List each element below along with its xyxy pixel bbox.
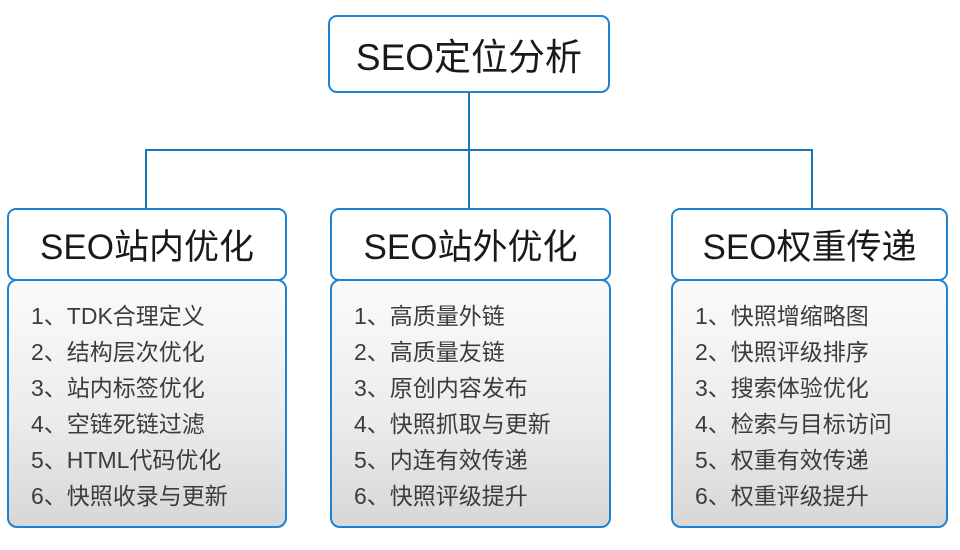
column-list-offsite: 1、高质量外链 2、高质量友链 3、原创内容发布 4、快照抓取与更新 5、内连有… <box>330 279 611 528</box>
list-item: 3、站内标签优化 <box>31 375 205 401</box>
list-item: 3、原创内容发布 <box>354 375 528 401</box>
connector-root-stem <box>468 93 470 151</box>
list-item: 4、快照抓取与更新 <box>354 411 551 437</box>
connector-drop-weight <box>811 149 813 209</box>
list-item: 1、TDK合理定义 <box>31 303 205 329</box>
list-item: 3、搜索体验优化 <box>695 375 869 401</box>
list-item: 2、结构层次优化 <box>31 339 205 365</box>
list-item: 1、快照增缩略图 <box>695 303 869 329</box>
list-item: 1、高质量外链 <box>354 303 505 329</box>
column-header-weight: SEO权重传递 <box>671 208 948 281</box>
list-item: 6、权重评级提升 <box>695 483 869 509</box>
root-node-label: SEO定位分析 <box>355 37 583 78</box>
column-header-onsite-label: SEO站内优化 <box>40 228 254 267</box>
column-header-offsite-label: SEO站外优化 <box>363 228 578 267</box>
column-header-onsite: SEO站内优化 <box>7 208 287 281</box>
connector-drop-onsite <box>145 149 147 209</box>
list-item: 6、快照收录与更新 <box>31 483 228 509</box>
root-node: SEO定位分析 <box>328 15 610 93</box>
connector-drop-offsite <box>468 149 470 209</box>
column-list-weight: 1、快照增缩略图 2、快照评级排序 3、搜索体验优化 4、检索与目标访问 5、权… <box>671 279 948 528</box>
list-item: 2、高质量友链 <box>354 339 505 365</box>
list-item: 4、空链死链过滤 <box>31 411 205 437</box>
list-item: 5、HTML代码优化 <box>31 447 222 473</box>
list-item: 6、快照评级提升 <box>354 483 528 509</box>
list-item: 5、内连有效传递 <box>354 447 528 473</box>
column-list-onsite: 1、TDK合理定义 2、结构层次优化 3、站内标签优化 4、空链死链过滤 5、H… <box>7 279 287 528</box>
connector-branch-line <box>145 149 813 151</box>
column-header-weight-label: SEO权重传递 <box>702 228 917 267</box>
list-item: 2、快照评级排序 <box>695 339 869 365</box>
list-item: 4、检索与目标访问 <box>695 411 892 437</box>
list-item: 5、权重有效传递 <box>695 447 869 473</box>
column-header-offsite: SEO站外优化 <box>330 208 611 281</box>
